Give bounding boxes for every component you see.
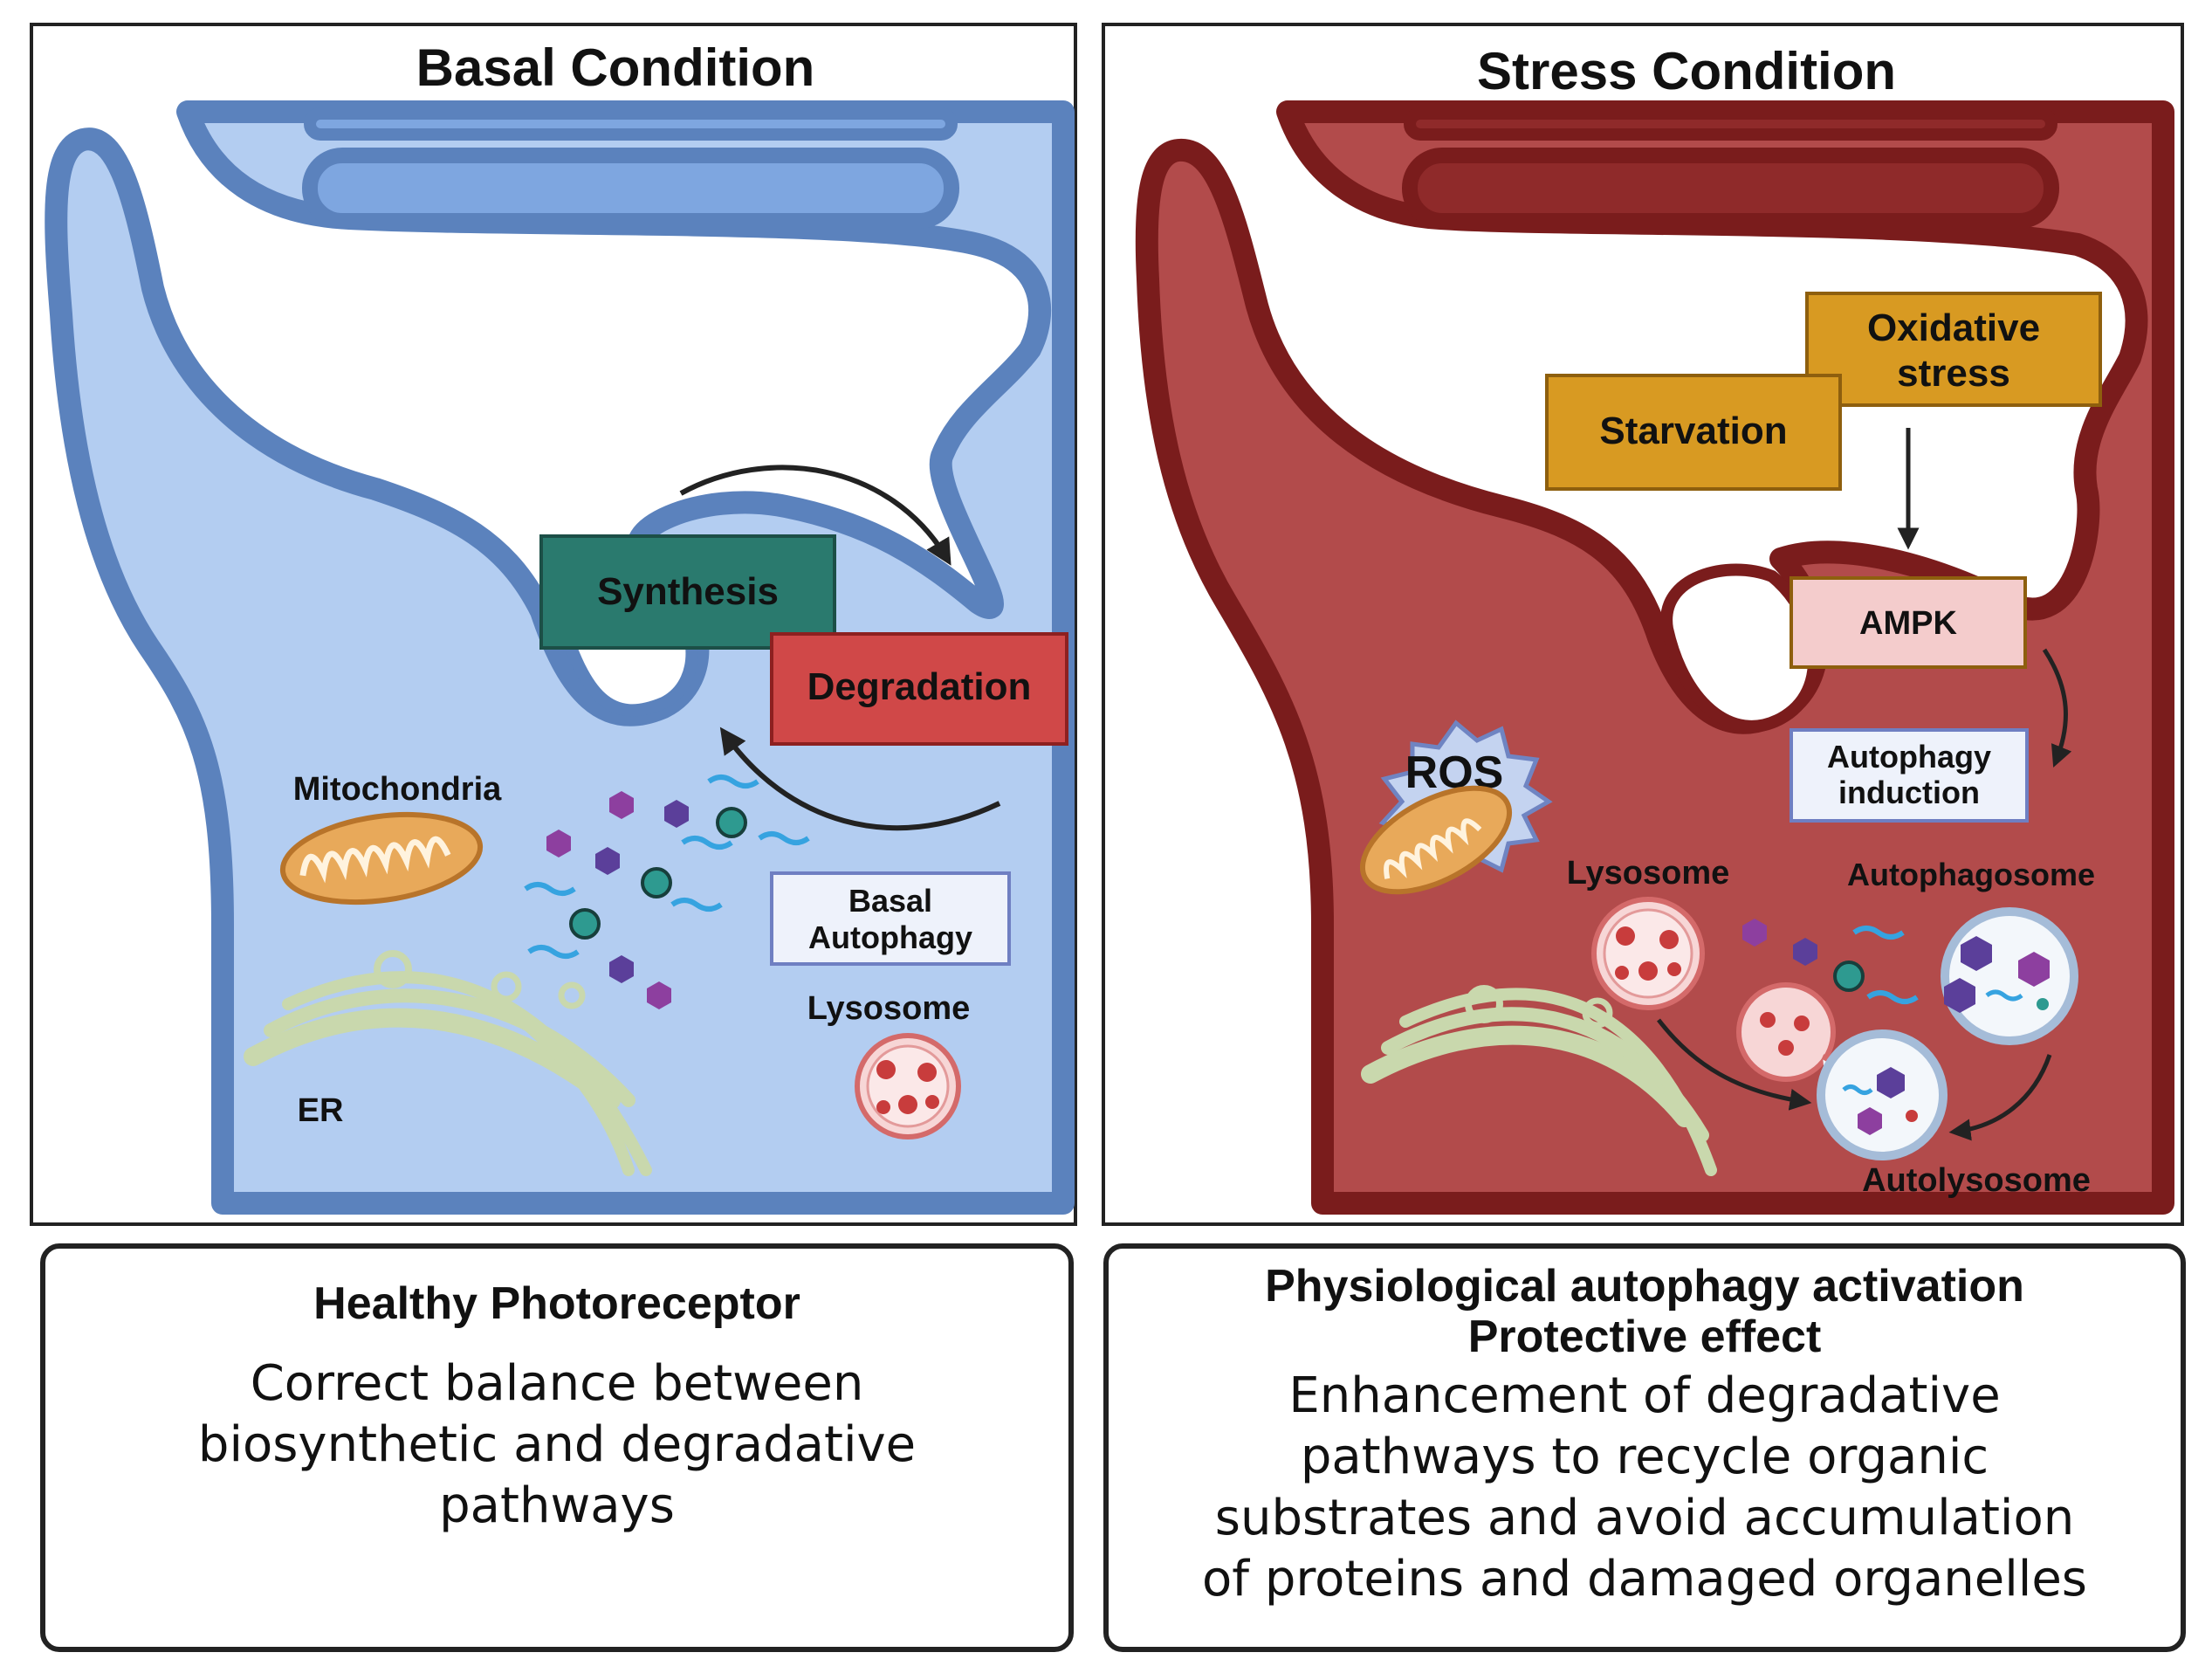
basal-lysosome-icon (855, 1033, 961, 1140)
right-caption-title-1: Physiological autophagy activation (1265, 1261, 2024, 1312)
arrow-ampk-to-induction (2042, 648, 2072, 768)
left-caption-title: Healthy Photoreceptor (313, 1278, 800, 1329)
right-caption-line-2: pathways to recycle organic (1300, 1429, 1989, 1485)
arrow-lysosome-to-autolysosome (1657, 1018, 1812, 1111)
autolysosome-label: Autolysosome (1862, 1162, 2091, 1199)
stress-lysosome-label: Lysosome (1567, 855, 1730, 892)
basal-autophagy-line1: Basal (848, 883, 932, 919)
stress-cell (1135, 100, 2174, 1215)
left-caption-line-3: pathways (439, 1477, 675, 1534)
degradation-box: Degradation (770, 632, 1068, 746)
basal-substrate-particles (524, 775, 810, 1009)
ampk-box: AMPK (1790, 576, 2027, 669)
basal-autophagy-line2: Autophagy (808, 919, 972, 955)
oxidative-line1: Oxidative (1867, 306, 2040, 349)
autolysosome-icon (1736, 982, 1948, 1160)
right-caption-title-2: Protective effect (1467, 1312, 1822, 1362)
induction-line1: Autophagy (1827, 739, 1991, 775)
arrow-autophagosome-to-autolysosome (1948, 1054, 2052, 1141)
starvation-label: Starvation (1599, 410, 1787, 452)
right-caption-line-4: of proteins and damaged organelles (1202, 1551, 2087, 1608)
right-caption-box: Physiological autophagy activation Prote… (1103, 1243, 2186, 1652)
cycle-arrow-top (679, 465, 951, 566)
er-label: ER (298, 1092, 344, 1129)
induction-line2: induction (1838, 775, 1980, 810)
right-caption-line-3: substrates and avoid accumulation (1214, 1490, 2075, 1546)
basal-panel: Basal Condition Synthesis Degradation Mi… (30, 23, 1077, 1226)
ampk-label: AMPK (1859, 605, 1957, 642)
stress-panel: Stress Condition Oxidative stress Starva… (1102, 23, 2184, 1226)
basal-autophagy-box: Basal Autophagy (770, 871, 1011, 966)
mitochondria-label: Mitochondria (293, 771, 502, 808)
basal-title: Basal Condition (416, 38, 815, 97)
left-caption-box: Healthy Photoreceptor Correct balance be… (40, 1243, 1074, 1652)
autophagosome-icon (1941, 907, 2078, 1045)
autophagy-induction-box: Autophagy induction (1790, 728, 2029, 823)
mitochondria-icon (279, 811, 484, 905)
autophagosome-label: Autophagosome (1847, 857, 2095, 892)
stress-lysosome-icon (1591, 897, 1705, 1010)
right-caption-line-1: Enhancement of degradative (1288, 1367, 2001, 1424)
er-icon (244, 950, 652, 1176)
stress-title: Stress Condition (1477, 42, 1896, 100)
stress-substrate-particles (1742, 919, 1919, 1004)
left-caption-line-2: biosynthetic and degradative (197, 1416, 917, 1473)
starvation-box: Starvation (1545, 374, 1842, 491)
stress-er-icon (1361, 985, 1717, 1176)
oxidative-stress-box: Oxidative stress (1805, 292, 2102, 407)
oxidative-line2: stress (1897, 352, 2010, 395)
synthesis-box: Synthesis (539, 534, 836, 650)
damaged-mitochondria-icon (1359, 785, 1513, 895)
degradation-label: Degradation (807, 665, 1032, 708)
basal-lysosome-label: Lysosome (807, 990, 971, 1027)
synthesis-label: Synthesis (597, 570, 779, 613)
cycle-arrow-bottom (719, 726, 1001, 831)
left-caption-line-1: Correct balance between (250, 1355, 864, 1412)
